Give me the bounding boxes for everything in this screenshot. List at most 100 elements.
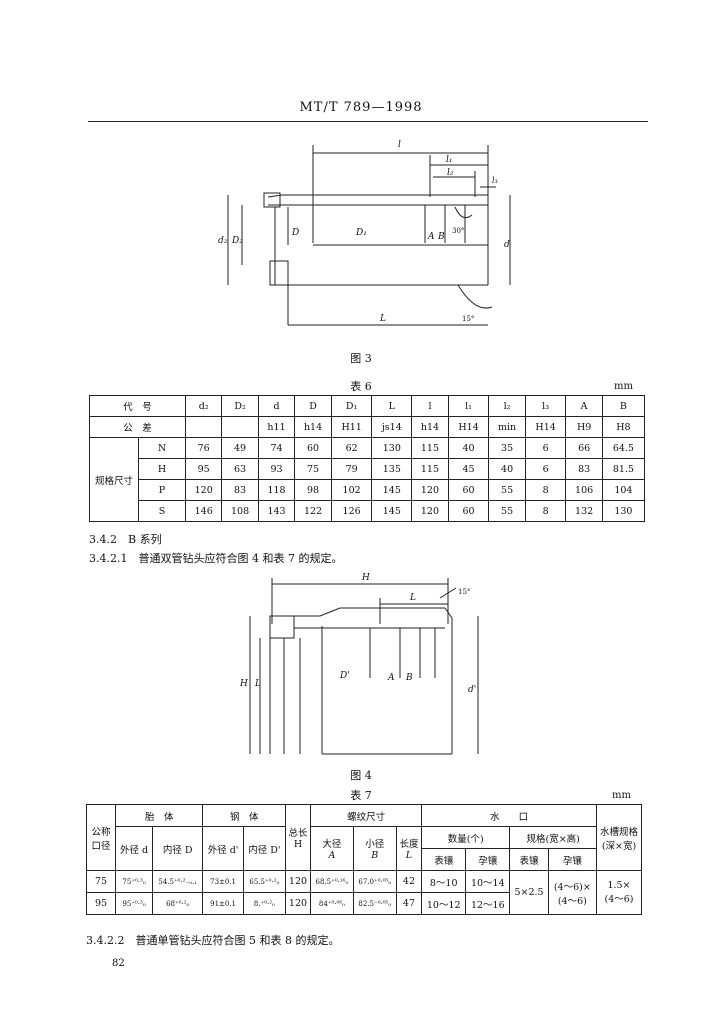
t7-cell: 67.0⁺⁰·⁰⁵₀ <box>352 870 397 893</box>
t6-cell: 83 <box>565 458 603 480</box>
t7-cell: 120 <box>284 870 311 893</box>
page-number: 82 <box>112 958 125 969</box>
t6-cell: 115 <box>411 458 449 480</box>
t7-cell: 12～16 <box>465 892 511 915</box>
t7-total-h: 总长 H <box>284 804 311 871</box>
t6-h: l₂ <box>488 395 526 417</box>
t6-h: L <box>371 395 413 417</box>
t6-h: d <box>257 395 296 417</box>
t6-tol: H14 <box>447 416 490 438</box>
t6-cell: 106 <box>565 479 603 501</box>
t7-groove-b: (4～6) <box>604 894 634 905</box>
fig3-label-D1: D₁ <box>355 228 367 238</box>
t6-cell: 79 <box>330 458 373 480</box>
t6-cell: 145 <box>371 479 413 501</box>
table-6-title: 表 6 <box>350 380 372 393</box>
t6-cell: 76 <box>184 437 223 459</box>
t7-water-h: 水 口 <box>421 804 597 827</box>
t7-spec-inner-b: (4～6) <box>557 895 587 907</box>
t6-cell: 55 <box>488 479 526 501</box>
t7-length-sym: L <box>405 850 413 861</box>
t7-inner-spec-h: 孕镶 <box>547 848 598 871</box>
t6-cell: 130 <box>371 437 413 459</box>
t6-spec-label: 规格尺寸 <box>89 437 139 522</box>
t6-cell: 66 <box>565 437 603 459</box>
t7-cell: 10～12 <box>421 892 467 915</box>
fig4-label-d: d' <box>468 685 476 695</box>
t7-cell: 54.5⁺⁰·²₋₀.₁ <box>151 870 204 893</box>
t7-cell: 8.⁺⁰·²₀ <box>242 892 286 915</box>
fig4-label-B: B <box>405 673 413 683</box>
t6-h: A <box>565 395 603 417</box>
figure-3-caption: 图 3 <box>350 352 372 365</box>
t7-major-sym: A <box>328 850 336 861</box>
t6-tol-label: 公 差 <box>89 416 186 438</box>
t7-inner-D2-h: 内径 D' <box>242 826 286 871</box>
t6-tol: H14 <box>524 416 567 438</box>
fig3-label-A: A <box>427 232 435 242</box>
t7-cell: 8～10 <box>421 870 467 893</box>
t6-cell: 120 <box>184 479 223 501</box>
t6-h: l <box>411 395 449 417</box>
t7-cell: 84⁺⁰·⁰⁶₀ <box>309 892 354 915</box>
t6-cell: 108 <box>221 500 259 522</box>
fig4-label-A: A <box>387 673 395 683</box>
fig3-label-l1: l₁ <box>446 155 453 165</box>
t7-steel-body-h: 钢 体 <box>202 804 286 827</box>
t6-cell: 130 <box>601 500 646 522</box>
fig4-label-D: D' <box>339 671 350 681</box>
t7-outer-d2-h: 外径 d' <box>202 826 244 871</box>
t7-groove-a: 1.5× <box>607 880 631 891</box>
fig3-label-d: d <box>504 240 510 250</box>
t6-tol <box>184 416 223 438</box>
t6-cell: 75 <box>294 458 332 480</box>
t7-cell: 120 <box>284 892 311 915</box>
t6-cell: 74 <box>257 437 296 459</box>
t7-inner-D-h: 内径 D <box>151 826 204 871</box>
t7-cell: 68.5⁺⁰·¹⁶₀ <box>309 870 354 893</box>
t7-cell: 91±0.1 <box>202 892 244 915</box>
fig3-label-D: D <box>291 228 299 238</box>
t6-cell: 49 <box>221 437 259 459</box>
t6-tol: h14 <box>294 416 332 438</box>
t6-row-name: H <box>138 458 186 480</box>
t6-cell: 143 <box>257 500 296 522</box>
t6-cell: 63 <box>221 458 259 480</box>
t7-outer-count-h: 表镶 <box>421 848 467 871</box>
t6-h: l₃ <box>524 395 567 417</box>
t6-h: D₁ <box>330 395 373 417</box>
t6-row-name: S <box>138 500 186 522</box>
t7-groove: 1.5× (4～6) <box>596 870 642 915</box>
t7-cell: 73±0.1 <box>202 870 244 893</box>
t6-cell: 55 <box>488 500 526 522</box>
t7-cell: 10～14 <box>465 870 511 893</box>
t6-cell: 60 <box>294 437 332 459</box>
t6-h: D₂ <box>221 395 259 417</box>
t6-cell: 102 <box>330 479 373 501</box>
t6-tol: h14 <box>411 416 449 438</box>
table-7-title: 表 7 <box>350 789 372 802</box>
t6-cell: 115 <box>411 437 449 459</box>
table-7: 公称口径 胎 体 钢 体 总长 H 螺纹尺寸 水 口 水槽规格(深×宽) 外径 … <box>86 804 642 915</box>
t6-h: B <box>601 395 646 417</box>
fig3-label-15: 15° <box>462 315 474 323</box>
t7-cell: 95 <box>86 892 116 915</box>
fig3-label-l2: l₂ <box>447 168 454 178</box>
table-6: 代 号 d₂ D₂ d D D₁ L l l₁ l₂ l₃ A B 公 差 h1… <box>89 395 646 522</box>
t6-cell: 120 <box>411 500 449 522</box>
fig4-label-L: L <box>409 593 416 603</box>
t7-minor-label: 小径 <box>365 839 385 850</box>
t6-cell: 145 <box>371 500 413 522</box>
t6-cell: 95 <box>184 458 223 480</box>
t7-cell: 95⁺⁰·³₀ <box>115 892 153 915</box>
t7-spec-inner: (4～6)×(4～6) <box>547 870 598 915</box>
t6-cell: 35 <box>488 437 526 459</box>
t6-cell: 40 <box>488 458 526 480</box>
section-3-4-2: 3.4.2 B 系列 <box>89 533 162 546</box>
t7-length-label: 长度 <box>399 839 419 850</box>
t6-cell: 6 <box>524 458 567 480</box>
t6-h: D <box>294 395 332 417</box>
fig3-label-30: 30° <box>452 227 464 235</box>
